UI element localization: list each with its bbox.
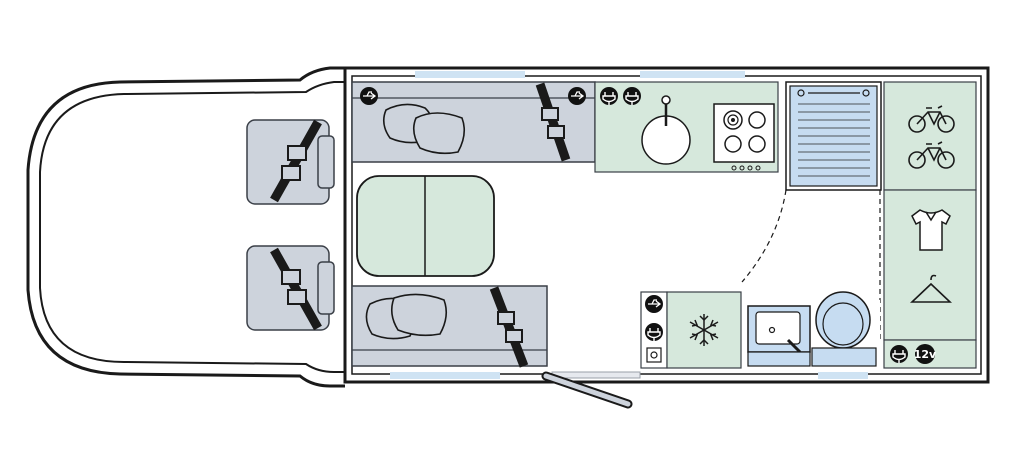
seatbelt-icon <box>535 82 571 162</box>
kitchen-worktop <box>594 81 779 173</box>
seatbelt-icon <box>489 286 529 368</box>
hanger-icon <box>909 274 953 303</box>
pillow-icon <box>382 103 466 155</box>
sink-icon <box>641 95 691 165</box>
snowflake-icon <box>689 314 719 346</box>
shower-tray-icon <box>785 81 882 191</box>
dinette-table <box>356 175 495 277</box>
kitchen-lower <box>640 291 742 369</box>
power-panel: 12v <box>883 339 977 369</box>
usb-icon <box>645 295 663 313</box>
control-switch-icon <box>646 347 662 363</box>
toilet-icon <box>811 291 877 367</box>
lounge-sofa-bottom <box>351 285 548 368</box>
washroom-door-swing <box>741 189 881 340</box>
pillow-icon <box>365 293 448 340</box>
rear-garage <box>883 81 977 191</box>
plug-socket-icon <box>890 345 908 363</box>
plug-socket-icon <box>600 87 618 105</box>
fridge <box>666 291 742 369</box>
bicycle-icon <box>908 141 955 169</box>
usb-icon <box>360 87 378 105</box>
plug-socket-icon <box>645 323 663 341</box>
wardrobe <box>883 189 977 341</box>
lounge-sofa-top <box>351 81 596 163</box>
usb-icon <box>568 87 586 105</box>
cab-seat-left <box>246 119 335 205</box>
shirt-icon <box>911 209 951 251</box>
washroom <box>744 291 880 368</box>
twelve-volt-badge: 12v <box>914 344 937 364</box>
entrance-door <box>541 371 633 409</box>
gas-hob-icon <box>713 103 775 171</box>
cab <box>26 66 345 388</box>
sink-icon <box>747 305 811 367</box>
bicycle-icon <box>908 105 955 133</box>
plug-socket-icon <box>623 87 641 105</box>
seatbelt-icon <box>270 247 322 331</box>
cab-seat-right <box>246 245 335 331</box>
seatbelt-icon <box>270 119 322 203</box>
twelve-volt-label: 12v <box>914 348 937 361</box>
